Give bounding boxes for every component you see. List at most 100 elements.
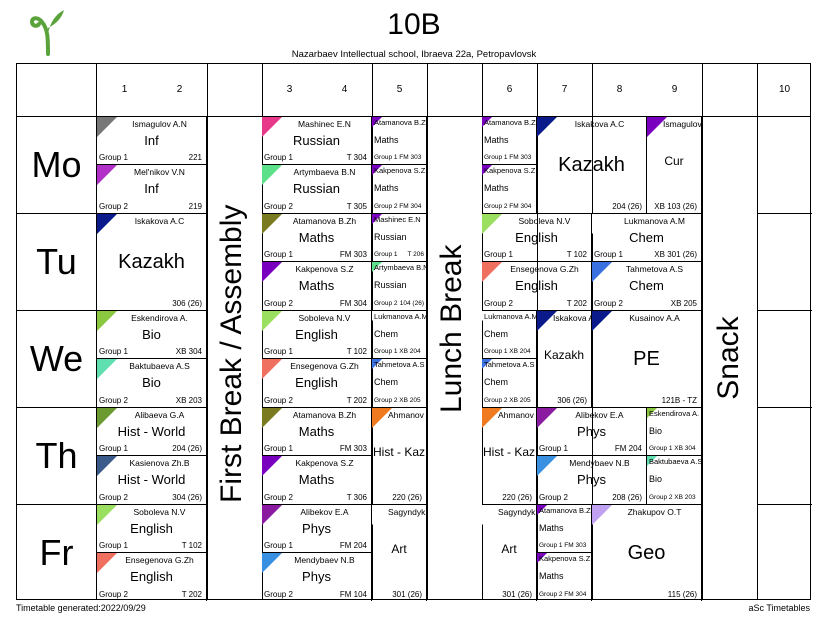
- subject-color-marker: [262, 359, 282, 379]
- generated-date: Timetable generated:2022/09/29: [16, 603, 146, 613]
- subject-color-marker: [262, 165, 282, 185]
- subject-name: Phys: [577, 472, 606, 487]
- subject-color-marker: [537, 117, 557, 137]
- group-label: Group 1: [264, 153, 293, 162]
- room-label: T 202: [566, 299, 587, 308]
- group-label: Group 2 FM 304: [539, 591, 587, 598]
- subject-color-marker: [592, 505, 612, 525]
- subject-color-marker: [97, 505, 117, 525]
- room-label: 104 (26): [399, 300, 424, 307]
- subject-name: English: [130, 521, 173, 536]
- subject-name: English: [515, 278, 558, 293]
- subject-color-marker: [482, 165, 492, 175]
- period-header: 9: [671, 84, 678, 95]
- day-label-th: Th: [35, 435, 78, 476]
- subject-name: Maths: [374, 135, 399, 145]
- subject-color-marker: [647, 117, 667, 137]
- group-label: Group 1: [99, 444, 128, 453]
- teacher-name: Artymbaeva B.N: [374, 263, 427, 272]
- subject-color-marker: [592, 214, 612, 234]
- subject-name: Maths: [539, 571, 564, 581]
- subject-color-marker: [97, 117, 117, 137]
- room-label: XB 205: [670, 299, 697, 308]
- subject-color-marker: [262, 311, 282, 331]
- subject-color-marker: [97, 553, 117, 573]
- teacher-name: Ensegenova G.Zh: [510, 264, 579, 274]
- teacher-name: Alibaeva G.A: [134, 410, 185, 420]
- teacher-name: Alibekov E.A: [300, 507, 349, 517]
- subject-name: Chem: [629, 278, 664, 293]
- subject-color-marker: [537, 311, 557, 331]
- subject-name: Phys: [302, 521, 331, 536]
- group-label: Group 1: [594, 250, 623, 259]
- teacher-name: Atamanova B.Zh: [292, 216, 357, 226]
- room-label: 219: [188, 202, 202, 211]
- room-label: T 102: [346, 347, 367, 356]
- group-label: Group 1 XB 204: [484, 348, 531, 355]
- group-label: Group 2 XB 203: [649, 494, 696, 501]
- room-label: T 304: [346, 153, 367, 162]
- lesson-card[interactable]: Ismagulova A.NCurXB 103 (26): [647, 116, 702, 213]
- teacher-name: Atamanova B.Zh: [374, 118, 427, 127]
- subject-name: Kazakh: [118, 250, 185, 273]
- subject-name: Bio: [649, 426, 663, 436]
- lesson-card[interactable]: Sagyndyk N.MArt301 (26): [372, 504, 427, 601]
- group-label: Group 2: [539, 493, 568, 502]
- room-label: FM 303: [339, 250, 367, 259]
- teacher-name: Artymbaeva B.N: [293, 167, 356, 177]
- room-label: FM 204: [614, 444, 642, 453]
- group-label: Group 1: [264, 347, 293, 356]
- teacher-name: Iskakova A.C: [574, 119, 625, 129]
- room-label: 301 (26): [392, 590, 422, 599]
- lesson-card[interactable]: Sagyndyk N.MArt301 (26): [482, 504, 537, 601]
- room-label: 306 (26): [172, 299, 202, 308]
- room-label: 301 (26): [502, 590, 532, 599]
- group-label: Group 2: [264, 590, 293, 599]
